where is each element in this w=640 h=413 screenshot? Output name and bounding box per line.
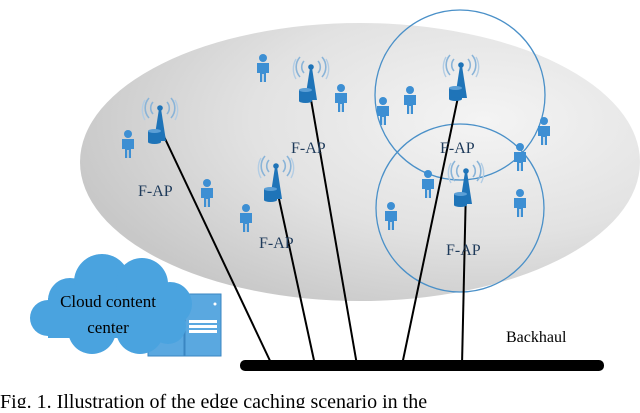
- backhaul-links: [159, 77, 467, 366]
- ap-label: F-AP: [138, 183, 173, 200]
- backhaul-bus: [240, 360, 604, 371]
- link-ap3: [308, 87, 358, 366]
- link-ap5: [461, 185, 467, 366]
- backhaul-label: Backhaul: [506, 329, 567, 346]
- coverage-region: [80, 23, 640, 301]
- ap-label: F-AP: [291, 140, 326, 157]
- cloud-label: Cloud content: [60, 292, 156, 311]
- cloud-icon: [30, 254, 192, 354]
- cell-ring-lower: [375, 123, 545, 293]
- link-ap4: [401, 77, 463, 366]
- link-ap1: [159, 127, 273, 366]
- link-ap2: [275, 184, 316, 366]
- ap-label: F-AP: [440, 140, 475, 157]
- ap-label: F-AP: [259, 235, 294, 252]
- figure-caption: Fig. 1. Illustration of the edge caching…: [0, 391, 427, 408]
- cloud-label: center: [87, 318, 129, 337]
- ap-label: F-AP: [446, 242, 481, 259]
- cell-ring-upper: [374, 9, 546, 181]
